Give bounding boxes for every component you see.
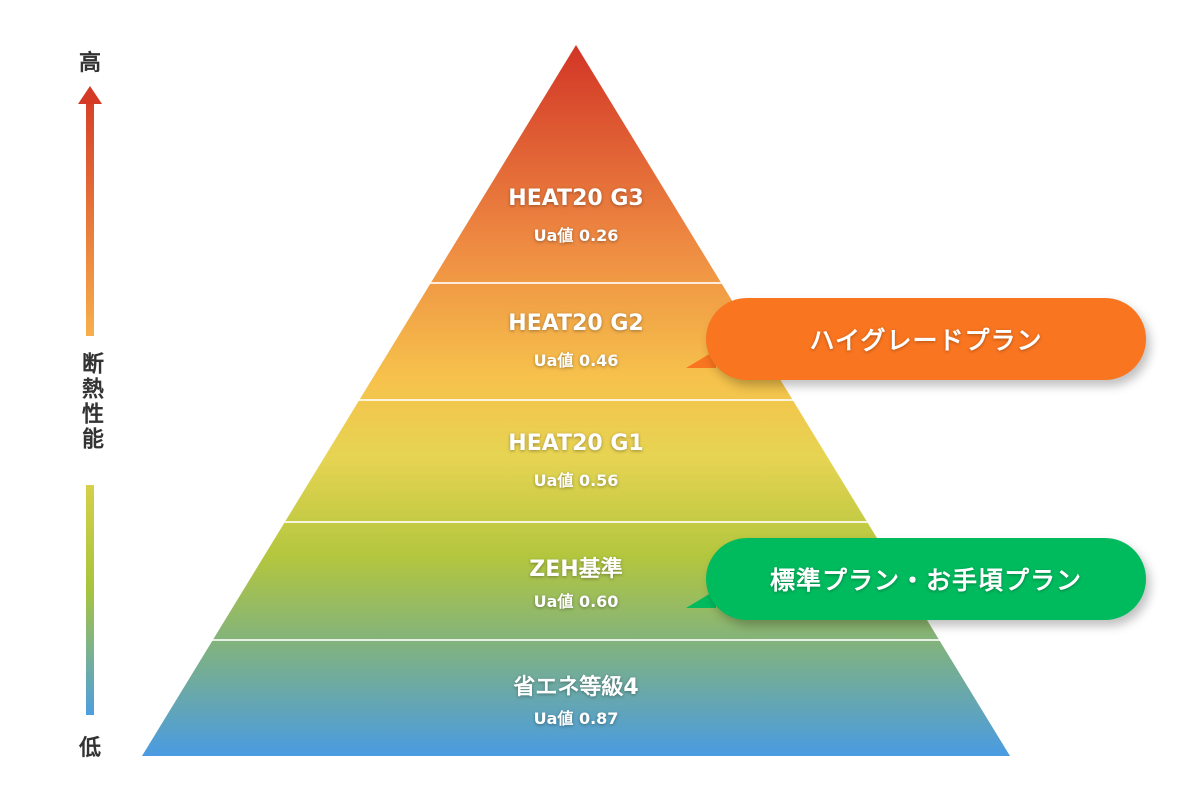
layer-g1-ua: Ua値 0.56 xyxy=(533,471,619,490)
layer-g2-title: HEAT20 G2 xyxy=(508,311,644,336)
performance-arrow xyxy=(78,86,102,715)
high-grade-plan-callout: ハイグレードプラン xyxy=(706,298,1146,380)
layer-zeh-ua: Ua値 0.60 xyxy=(533,592,619,611)
layer-g3-ua: Ua値 0.26 xyxy=(533,226,619,245)
standard-plan-callout: 標準プラン・お手頃プラン xyxy=(706,538,1146,620)
axis-title: 断熱性能 xyxy=(78,352,103,452)
layer-energy4-title: 省エネ等級4 xyxy=(513,675,639,700)
layer-dividers xyxy=(212,282,940,641)
layer-g3-title: HEAT20 G3 xyxy=(508,186,644,211)
arrow-up-icon xyxy=(78,86,102,104)
layer-g1-title: HEAT20 G1 xyxy=(508,431,644,456)
layer-g2-ua: Ua値 0.46 xyxy=(533,351,619,370)
layer-zeh-title: ZEH基準 xyxy=(529,557,623,582)
axis-low-label: 低 xyxy=(78,736,101,761)
axis-high-label: 高 xyxy=(78,51,101,76)
layer-energy4-ua: Ua値 0.87 xyxy=(533,709,619,728)
